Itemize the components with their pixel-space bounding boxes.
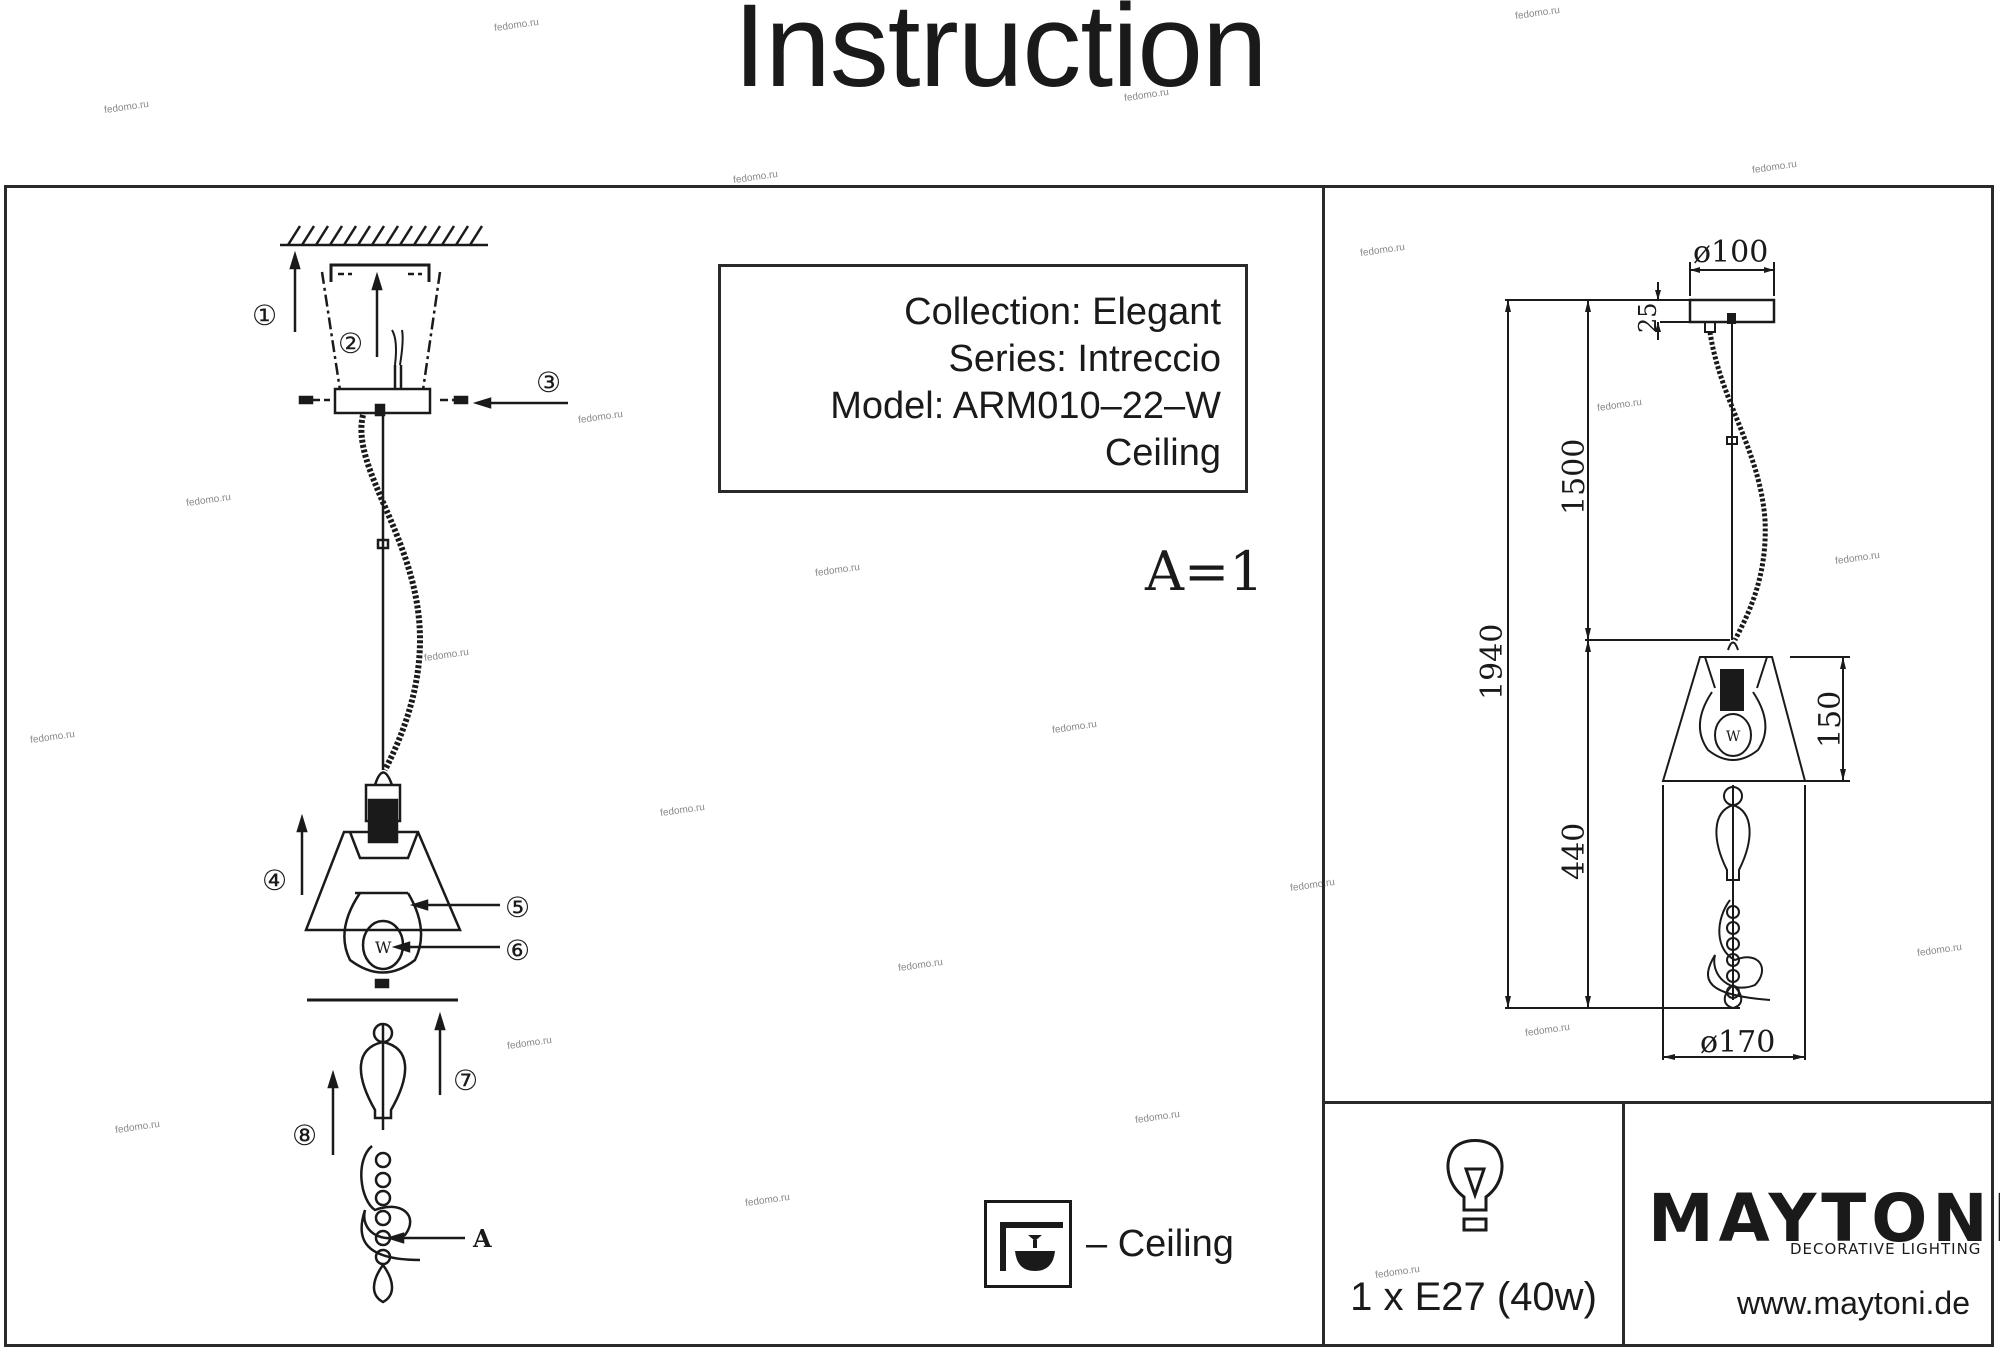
page-title: Instruction [733, 0, 1267, 112]
divider [1322, 1101, 1994, 1104]
bulb-w-label: W [375, 938, 392, 957]
brand-logo: MAYTONI [1648, 1180, 2000, 1257]
canopy-diameter-label: ø100 [1693, 235, 1768, 270]
drawing-frame [4, 185, 1994, 1347]
step-6-label: ⑥ [505, 934, 530, 967]
bulb-w-label: W [1726, 729, 1741, 745]
ceiling-mount-label: – Ceiling [1086, 1222, 1234, 1265]
ceiling-hatch [280, 225, 488, 247]
lamp-height-label: 440 [1557, 823, 1592, 880]
bulb-spec-label: 1 x E27 (40w) [1350, 1275, 1597, 1319]
ceiling-mount-legend: – Ceiling [984, 1200, 1234, 1288]
series-label: Series: Intreccio [948, 338, 1221, 380]
step-7-label: ⑦ [453, 1064, 478, 1097]
part-a-label: A [472, 1224, 492, 1253]
step-5-label: ⑤ [505, 891, 530, 924]
cable-length-label: 1500 [1557, 439, 1592, 515]
collection-label: Collection: Elegant [904, 291, 1221, 333]
divider [1622, 1101, 1625, 1347]
shade-height-label: 150 [1813, 691, 1848, 748]
mount-type-label: Ceiling [1104, 432, 1221, 474]
total-height-label: 1940 [1475, 624, 1510, 700]
model-label: Model: ARM010–22–W [830, 385, 1221, 427]
assembly-diagram: line ① ② ③ ④ ⑤ ⑥ ⑦ ⑧ A [252, 225, 568, 1304]
watermark: fedomo.ru [1751, 158, 1798, 177]
part-quantity-note: A=1 [1145, 540, 1264, 603]
step-2-label: ② [338, 327, 363, 360]
canopy-height-label: 25 [1634, 302, 1662, 333]
light-bulb-icon [1440, 1135, 1510, 1250]
shade-diameter-label: ø170 [1700, 1025, 1775, 1060]
step-1-label: ① [252, 299, 277, 332]
step-4-label: ④ [262, 864, 287, 897]
brand-tagline: DECORATIVE LIGHTING [1790, 1240, 1982, 1258]
product-info-box: Collection: Elegant Series: Intreccio Mo… [718, 264, 1248, 493]
step-3-label: ③ [536, 366, 561, 399]
dimension-drawing: ø100 25 1500 1940 440 150 ø170 W [1475, 235, 1850, 1060]
step-8-label: ⑧ [292, 1119, 317, 1152]
ceiling-mount-icon [984, 1200, 1072, 1288]
brand-website-link[interactable]: www.maytoni.de [1737, 1285, 1970, 1321]
divider [1322, 185, 1325, 1347]
